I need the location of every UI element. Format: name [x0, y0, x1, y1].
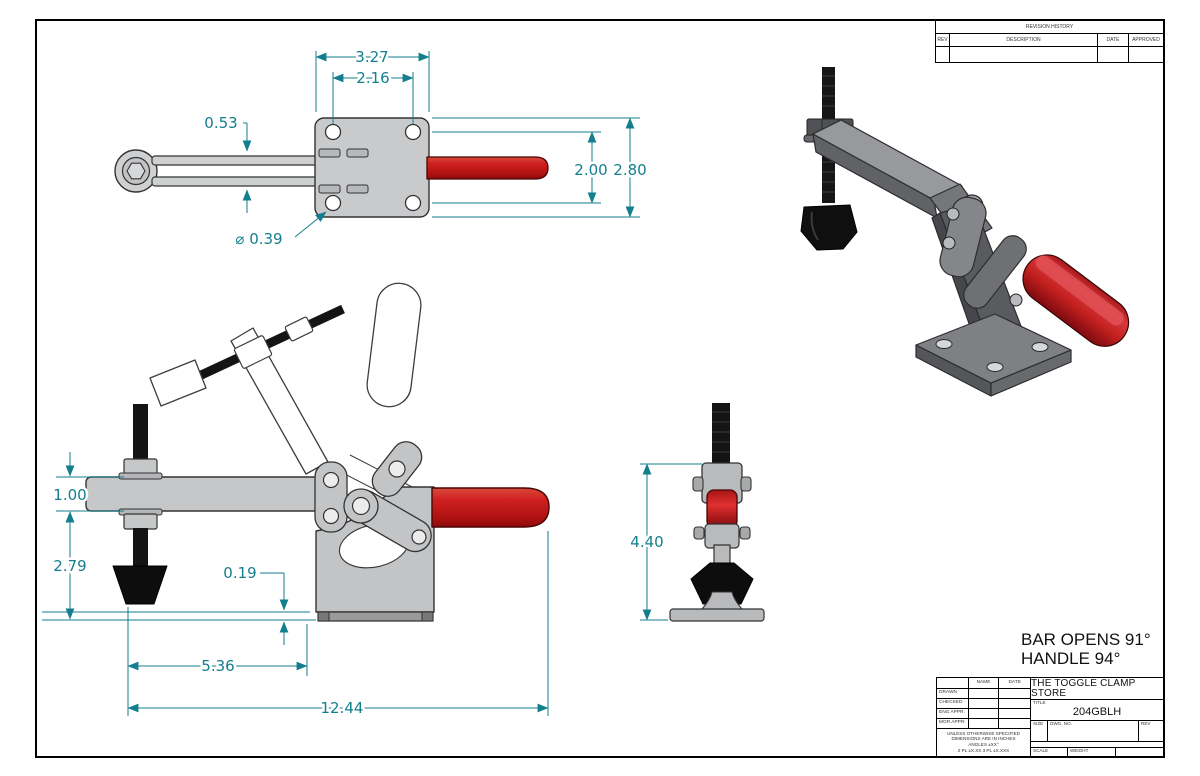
- revision-history-table: REVISION HISTORY REV DESCRIPTION DATE AP…: [935, 20, 1164, 63]
- date-col-header: DATE: [1098, 34, 1129, 46]
- spindle-front: [112, 404, 168, 605]
- eng-appr-label: ENG APPR.: [937, 709, 969, 718]
- name-header: NAME: [969, 678, 1000, 688]
- isometric-view: [800, 67, 1130, 397]
- dim-hole-spacing-vertical: 2.00: [574, 161, 607, 179]
- description-col-header: DESCRIPTION: [950, 34, 1098, 46]
- dim-overall-height: 4.40: [630, 533, 663, 551]
- title-row: TITLE 204GBLH: [1031, 700, 1163, 721]
- sheet-border: [35, 19, 1165, 758]
- dim-bar-width: 0.53: [204, 114, 237, 132]
- size-label: SIZE: [1033, 721, 1044, 726]
- side-view: 4.40: [628, 403, 765, 622]
- title-block: NAME DATE DRAWN CHECKED ENG APPR.: [936, 677, 1164, 757]
- mounting-base: [915, 313, 1072, 384]
- mounting-hole: [324, 194, 342, 212]
- drawing-title: 204GBLH: [1072, 706, 1122, 718]
- dim-spindle-reach: 2.79: [53, 557, 86, 575]
- dim-hole-spacing: 2.16: [356, 69, 389, 87]
- checked-label: CHECKED: [937, 699, 969, 708]
- front-view-open-position: [149, 282, 422, 507]
- dim-plate-height: 2.80: [613, 161, 646, 179]
- rev-col-header: REV: [936, 34, 950, 46]
- date-header: DATE: [1008, 679, 1021, 685]
- front-view: 1.00 2.79 0.19 5.36 12.44: [42, 282, 550, 720]
- dim-overall-length: 12.44: [321, 699, 364, 717]
- handle-grip-front: [431, 487, 550, 528]
- top-view-dimensions: [242, 51, 640, 238]
- note-handle: HANDLE 94°: [1021, 649, 1121, 668]
- drawn-label: DRAWN: [937, 689, 969, 698]
- company-name: THE TOGGLE CLAMP STORE: [1031, 678, 1163, 700]
- angle-notes: BAR OPENS 91° HANDLE 94°: [1021, 630, 1151, 668]
- revision-history-title: REVISION HISTORY: [936, 21, 1163, 34]
- mgr-appr-label: MGR APPR.: [937, 719, 969, 728]
- weight-label: WEIGHT: [1070, 748, 1089, 753]
- handle-grip-iso: [1022, 254, 1130, 347]
- spindle-tip-side: [690, 562, 754, 605]
- base-side: [669, 608, 765, 622]
- approved-col-header: APPROVED: [1132, 36, 1160, 43]
- mounting-hole: [324, 123, 342, 141]
- note-bar-opens: BAR OPENS 91°: [1021, 630, 1151, 649]
- spindle-thread: [822, 67, 835, 121]
- dwg-no-label: DWG. NO.: [1050, 721, 1072, 726]
- scale-label: SCALE: [1033, 748, 1049, 753]
- mounting-hole: [404, 194, 422, 212]
- handle-grip-side: [706, 489, 738, 529]
- dim-clearance: 0.19: [223, 564, 256, 582]
- spindle-tip: [800, 204, 858, 251]
- revision-empty-row: [936, 47, 1163, 62]
- mounting-hole: [404, 123, 422, 141]
- spindle-hex-end: [126, 162, 146, 180]
- top-view: 3.27 2.16 0.53 ⌀ 0.39 2.00 2.80: [114, 46, 649, 251]
- dim-base-span: 5.36: [201, 657, 234, 675]
- front-view-dimensions: [42, 452, 549, 716]
- dim-bar-thickness: 1.00: [53, 486, 86, 504]
- side-view-dimensions: [640, 463, 702, 621]
- handle-grip: [426, 156, 549, 180]
- dim-overall-width: 3.27: [355, 48, 388, 66]
- dim-hole-diameter: ⌀ 0.39: [235, 230, 282, 248]
- tolerance-note: UNLESS OTHERWISE SPECIFIED DIMENSIONS AR…: [947, 730, 1020, 753]
- title-label: TITLE: [1033, 700, 1046, 705]
- clamp-bar-front: [85, 476, 323, 512]
- revision-header-row: REV DESCRIPTION DATE APPROVED: [936, 34, 1163, 47]
- rev-label: REV: [1141, 721, 1151, 726]
